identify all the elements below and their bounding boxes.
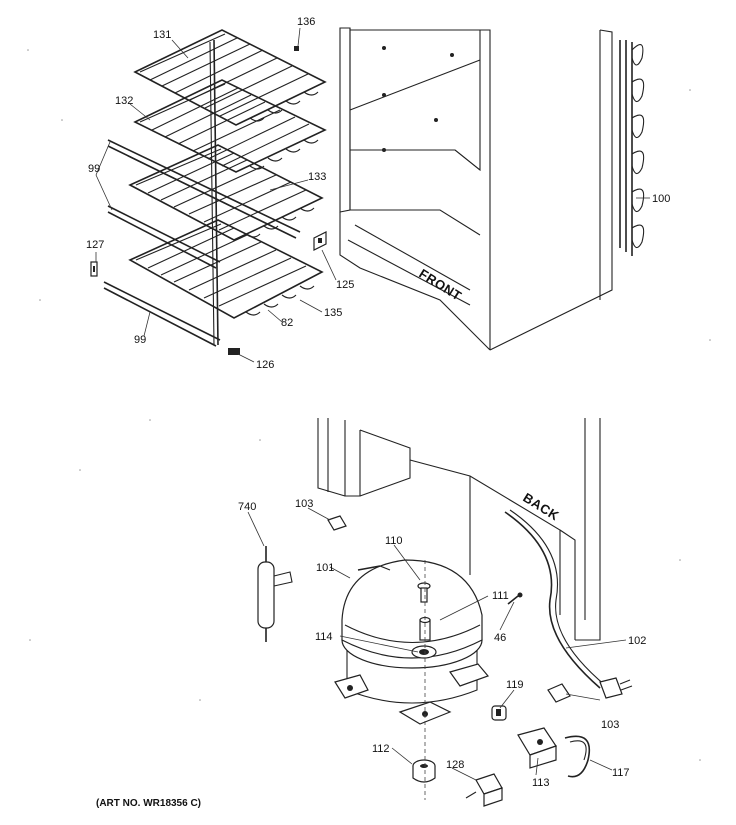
- base-plate-right: [449, 663, 490, 687]
- callout-127: 127: [86, 239, 104, 251]
- callout-132: 132: [115, 95, 133, 107]
- shelf-rail-lower: [103, 281, 221, 347]
- part-125-bracket: [313, 231, 327, 251]
- callout-740: 740: [238, 501, 256, 513]
- cabinet-back: [317, 418, 601, 641]
- art-number: (ART NO. WR18356 C): [96, 798, 201, 809]
- callout-100: 100: [652, 193, 670, 205]
- callout-114: 114: [315, 631, 333, 643]
- start-relay: [517, 727, 557, 769]
- callout-102: 102: [628, 635, 646, 647]
- overload-protector: [491, 705, 507, 721]
- callout-111: 111: [492, 590, 509, 602]
- part-114-post: [419, 616, 431, 641]
- part-136-clip: [294, 46, 299, 51]
- callout-135: 135: [324, 307, 342, 319]
- part-110-bolt: [417, 582, 431, 603]
- callout-136: 136: [297, 16, 315, 28]
- callout-119: 119: [506, 679, 524, 691]
- filter-drier: [257, 546, 293, 642]
- shelf-rail-upper: [107, 139, 301, 239]
- power-cord: [504, 509, 633, 699]
- callout-99-lower: 99: [134, 334, 146, 346]
- wire-shelf-131: [133, 29, 327, 126]
- callout-103-lower: 103: [601, 719, 619, 731]
- callout-125: 125: [336, 279, 354, 291]
- part-103-clip-lower: [547, 683, 571, 703]
- callout-131: 131: [153, 29, 171, 41]
- callout-103-upper: 103: [295, 498, 313, 510]
- callout-117: 117: [612, 767, 630, 779]
- callout-133: 133: [308, 171, 326, 183]
- grommet: [412, 759, 436, 783]
- callout-101: 101: [316, 562, 334, 574]
- part-127-bracket: [90, 261, 98, 277]
- callout-110: 110: [385, 535, 403, 547]
- scan-specks: [27, 49, 711, 761]
- wire-shelf-133: [128, 144, 324, 241]
- leader-lines: [95, 27, 650, 781]
- callout-82: 82: [281, 317, 293, 329]
- relay-cover: [564, 735, 590, 778]
- callout-99-upper: 99: [88, 163, 100, 175]
- callout-128: 128: [446, 759, 464, 771]
- compressor: [341, 559, 483, 704]
- callout-126: 126: [256, 359, 274, 371]
- part-103-clip-upper: [327, 515, 347, 531]
- front-stamp: FRONT: [416, 266, 464, 304]
- callout-112: 112: [372, 743, 390, 755]
- wire-shelf-135: [128, 219, 324, 319]
- part-126-screw: [228, 348, 240, 355]
- wire-shelf-132: [133, 79, 327, 173]
- callout-113: 113: [532, 777, 550, 789]
- condenser-coil: [619, 40, 645, 256]
- part-111-screw: [507, 592, 523, 605]
- capacitor: [465, 773, 503, 807]
- freezer-cabinet: [339, 27, 613, 351]
- callout-46: 46: [494, 632, 506, 644]
